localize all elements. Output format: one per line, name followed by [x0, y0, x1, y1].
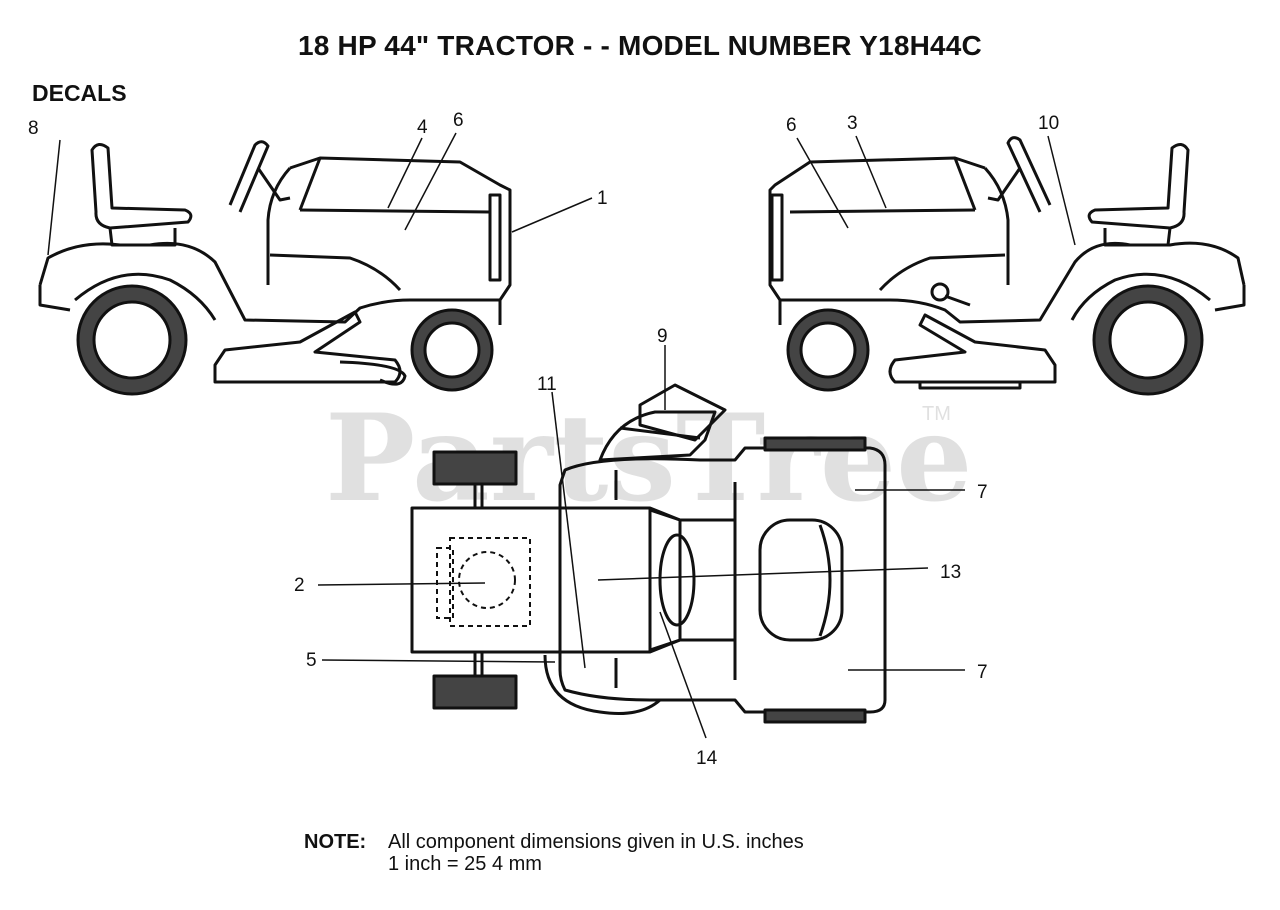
callout-9: 9: [657, 326, 668, 347]
engine-decal-dashed: [436, 537, 531, 627]
callout-2: 2: [294, 575, 305, 596]
callout-11: 11: [537, 374, 557, 395]
right-view-leaders: [796, 135, 1076, 246]
callout-7-upper: 7: [977, 482, 988, 503]
note-label: NOTE:: [304, 831, 367, 853]
callout-3: 3: [847, 113, 858, 134]
callout-13: 13: [940, 562, 961, 583]
callout-7-lower: 7: [977, 662, 988, 683]
callout-8: 8: [28, 118, 39, 139]
watermark-tm: TM: [922, 403, 951, 425]
note-line-1: All component dimensions given in U.S. i…: [388, 831, 804, 853]
callout-1: 1: [597, 188, 608, 209]
dimension-note: NOTE: All component dimensions given in U…: [304, 831, 804, 875]
callout-4: 4: [417, 117, 428, 138]
tractor-right-view: [768, 136, 1246, 396]
callout-6-right: 6: [786, 115, 797, 136]
section-label: DECALS: [32, 80, 127, 106]
left-view-leaders: [47, 132, 593, 256]
callout-14: 14: [696, 748, 718, 769]
note-line-2: 1 inch = 25 4 mm: [388, 853, 542, 875]
tractor-top-view: [410, 383, 887, 724]
tractor-left-view: [38, 140, 512, 396]
top-view-leaders: [317, 345, 965, 739]
callout-6: 6: [453, 110, 464, 131]
callout-5: 5: [306, 650, 317, 671]
callout-10: 10: [1038, 113, 1059, 134]
diagram-title: 18 HP 44" TRACTOR - - MODEL NUMBER Y18H4…: [298, 30, 982, 61]
